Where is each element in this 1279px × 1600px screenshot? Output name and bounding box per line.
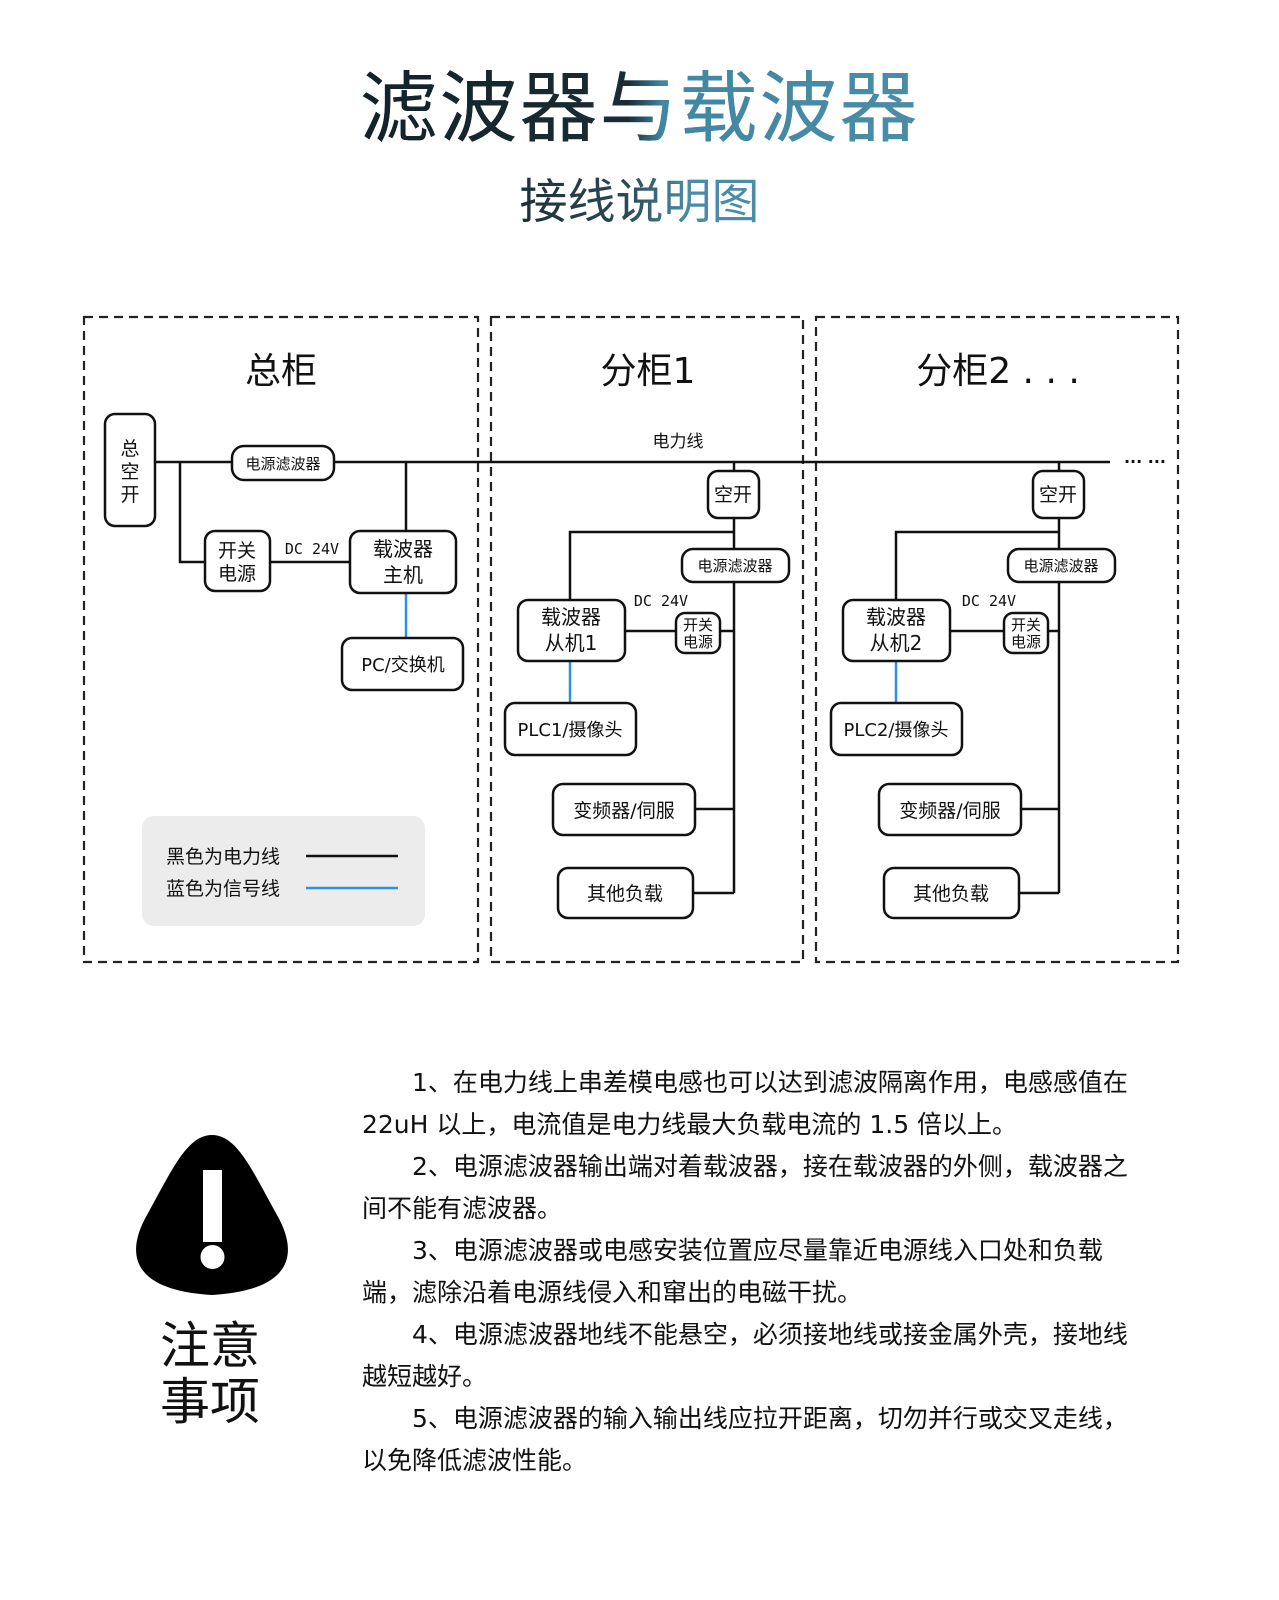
notes-title: 注意 事项 [130, 1318, 290, 1430]
sub2-load2-box [882, 866, 1021, 920]
cabinet-sub2-title: 分柜2 . . . [916, 351, 1080, 392]
sub1-dc-label: DC 24V [634, 592, 688, 610]
power-lines [155, 460, 1110, 895]
power-line-label: 电力线 [653, 432, 704, 452]
signal-lines [404, 593, 898, 703]
pc-switch-label: PC/交换机 [361, 655, 445, 676]
cabinet-main-frame [82, 315, 480, 964]
sub2-device-box [829, 701, 964, 757]
main-switch-box [103, 412, 157, 528]
sub1-filter-label: 电源滤波器 [697, 557, 772, 575]
main-switch-char-2: 空 [120, 461, 139, 483]
sub1-carrier-line1: 载波器 [541, 605, 601, 629]
sub2-carrier-box [841, 598, 952, 663]
sub2-filter-box [1006, 547, 1117, 584]
main-dc-label: DC 24V [285, 540, 339, 558]
sub1-carrier-line2: 从机1 [545, 631, 598, 655]
sub2-device-label: PLC2/摄像头 [844, 720, 949, 741]
sub2-carrier-line1: 载波器 [866, 605, 926, 629]
note-item: 2、电源滤波器输出端对着载波器，接在载波器的外侧，载波器之间不能有滤波器。 [362, 1152, 1128, 1223]
bus-continuation: ··· ··· [1124, 452, 1166, 471]
note-item: 1、在电力线上串差模电感也可以达到滤波隔离作用，电感感值在 22uH 以上，电流… [362, 1068, 1128, 1139]
carrier-host-line1: 载波器 [373, 537, 433, 561]
sub1-load1-label: 变频器/伺服 [573, 800, 674, 822]
sub1-load2-label: 其他负载 [587, 883, 663, 905]
main-switch-char-1: 总 [120, 438, 139, 460]
main-psu-line2: 电源 [218, 563, 256, 585]
sub2-load1-label: 变频器/伺服 [899, 800, 1000, 822]
sub1-device-label: PLC1/摄像头 [518, 720, 623, 741]
sub2-psu-box [1002, 611, 1050, 655]
sub2-psu-line2: 电源 [1011, 633, 1041, 651]
notes-list: 1、在电力线上串差模电感也可以达到滤波隔离作用，电感感值在 22uH 以上，电流… [362, 1062, 1137, 1482]
sub2-breaker-label: 空开 [1039, 484, 1077, 506]
wiring-diagram: 总柜 分柜1 分柜2 . . . 电力线 ··· ··· [82, 315, 1180, 964]
cabinet-main-title: 总柜 [245, 351, 317, 392]
cabinet-sub1-frame [489, 315, 805, 964]
legend-signal-label: 蓝色为信号线 [166, 878, 280, 900]
page-title: 滤波器与载波器 [0, 70, 1279, 148]
note-item: 4、电源滤波器地线不能悬空，必须接地线或接金属外壳，接地线越短越好。 [362, 1320, 1128, 1391]
sub2-filter-label: 电源滤波器 [1023, 557, 1098, 575]
main-psu-line1: 开关 [218, 540, 256, 562]
sub1-breaker-box [706, 469, 761, 520]
note-item: 5、电源滤波器的输入输出线应拉开距离，切勿并行或交叉走线，以免降低滤波性能。 [362, 1404, 1128, 1475]
sub2-psu-line1: 开关 [1011, 616, 1041, 634]
legend-box [142, 816, 425, 926]
main-filter-label: 电源滤波器 [245, 455, 320, 473]
main-psu-box [203, 529, 272, 593]
cabinet-sub1-title: 分柜1 [601, 351, 696, 392]
sub1-psu-line1: 开关 [683, 616, 713, 634]
sub2-load2-label: 其他负载 [913, 883, 989, 905]
carrier-host-line2: 主机 [383, 563, 423, 587]
sub1-psu-box [674, 611, 722, 655]
sub2-carrier-line2: 从机2 [870, 631, 923, 655]
sub1-device-box [503, 701, 638, 757]
sub1-filter-box [680, 547, 791, 584]
cabinet-sub2-frame [814, 315, 1180, 964]
notes-title-line2: 事项 [160, 1373, 260, 1431]
sub1-load2-box [556, 866, 695, 920]
notes-title-line1: 注意 [160, 1317, 260, 1375]
legend-power-label: 黑色为电力线 [166, 846, 280, 868]
sub1-breaker-label: 空开 [714, 484, 752, 506]
sub2-breaker-box [1031, 469, 1086, 520]
pc-switch-box [340, 636, 465, 692]
sub2-load1-box [877, 782, 1023, 837]
sub1-carrier-box [516, 598, 627, 663]
page-subtitle: 接线说明图 [519, 174, 760, 230]
sub2-dc-label: DC 24V [962, 592, 1016, 610]
note-item: 3、电源滤波器或电感安装位置应尽量靠近电源线入口处和负载端，滤除沿着电源线侵入和… [362, 1236, 1103, 1307]
sub1-psu-line2: 电源 [683, 633, 713, 651]
main-filter-box [230, 444, 336, 482]
sub1-load1-box [551, 782, 697, 837]
warning-icon [136, 1135, 288, 1295]
carrier-host-box [348, 529, 458, 595]
main-switch-char-3: 开 [120, 484, 139, 506]
